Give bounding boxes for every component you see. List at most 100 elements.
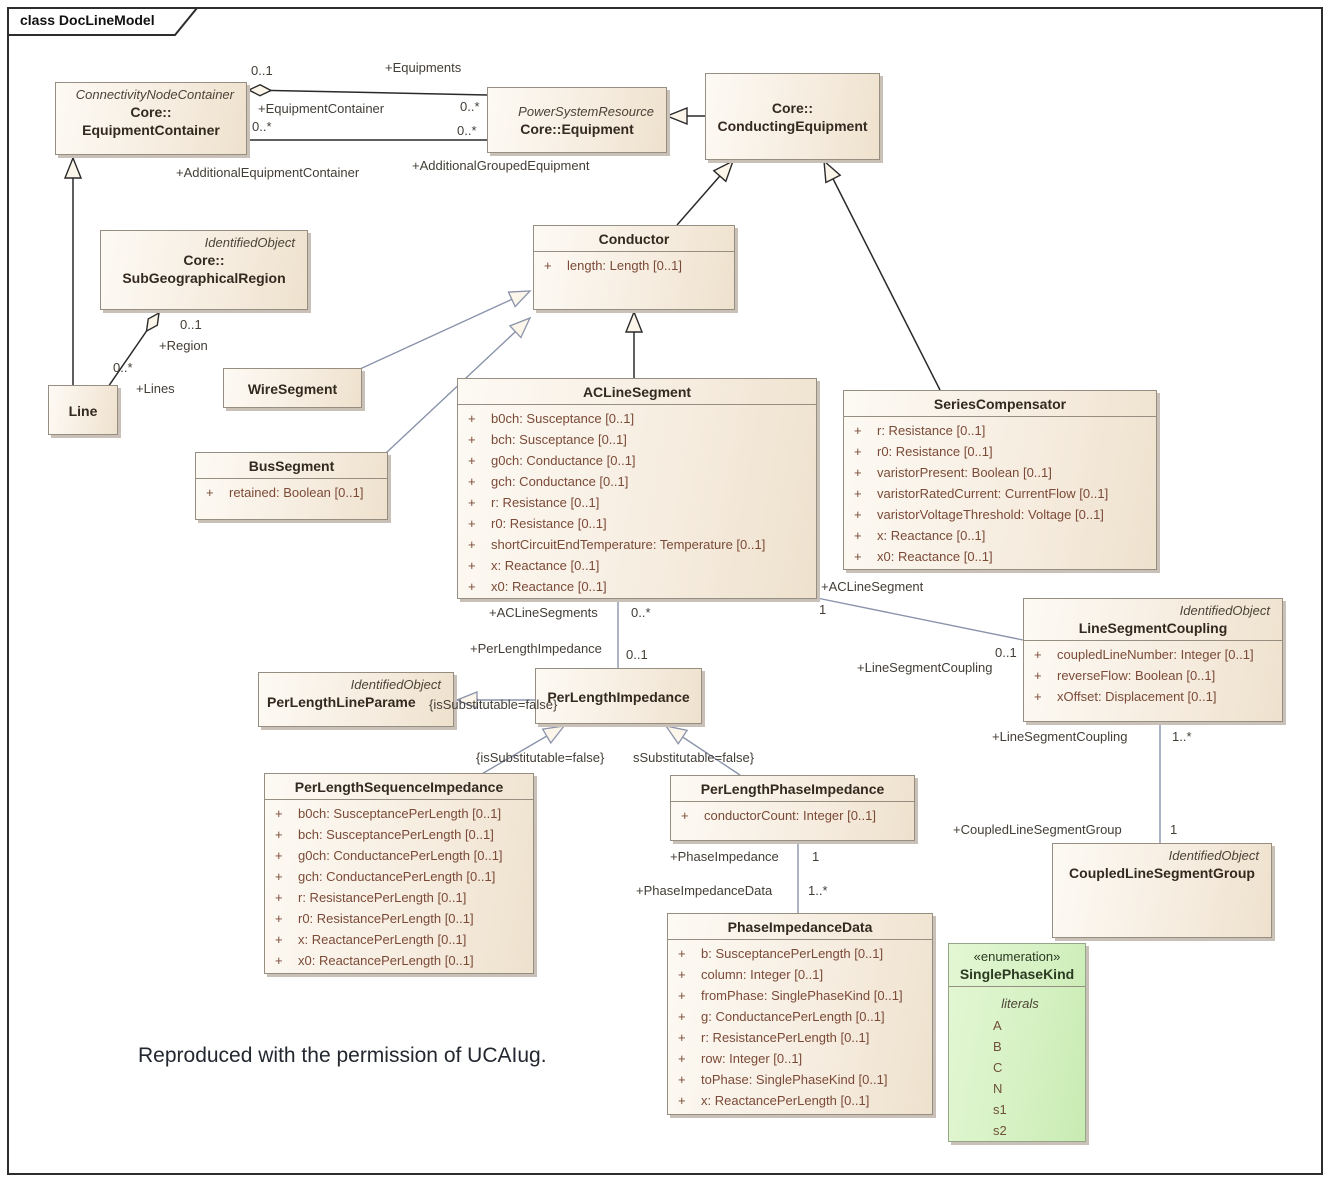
class-attribute: +xOffset: Displacement [0..1] bbox=[1034, 689, 1217, 704]
class-stereotype: PowerSystemResource bbox=[518, 103, 654, 119]
role-label: +EquipmentContainer bbox=[258, 101, 385, 116]
class-equipmentcontainer[interactable]: ConnectivityNodeContainer Core:: Equipme… bbox=[55, 82, 247, 155]
class-header: IdentifiedObject CoupledLineSegmentGroup bbox=[1053, 844, 1271, 885]
role-label: +Lines bbox=[136, 381, 175, 396]
role-label: +AdditionalEquipmentContainer bbox=[176, 165, 360, 180]
class-title: PerLengthSequenceImpedance bbox=[294, 779, 504, 795]
class-title: SeriesCompensator bbox=[933, 396, 1067, 412]
class-attribute: +varistorRatedCurrent: CurrentFlow [0..1… bbox=[854, 486, 1109, 501]
class-title: Conductor bbox=[598, 231, 670, 247]
class-bussegment[interactable]: BusSegment +retained: Boolean [0..1] bbox=[195, 452, 388, 520]
class-title: ACLineSegment bbox=[582, 384, 692, 400]
class-attribute: +coupledLineNumber: Integer [0..1] bbox=[1034, 647, 1254, 662]
class-seriescompensator[interactable]: SeriesCompensator +r: Resistance [0..1] +… bbox=[843, 390, 1157, 570]
class-attribute: +row: Integer [0..1] bbox=[678, 1051, 803, 1066]
class-attribute: +retained: Boolean [0..1] bbox=[206, 485, 364, 500]
class-title: WireSegment bbox=[247, 380, 338, 397]
class-title: PerLengthPhaseImpedance bbox=[700, 781, 885, 797]
multiplicity-label: 0..1 bbox=[180, 317, 202, 332]
role-label: +Equipments bbox=[385, 60, 462, 75]
class-perlengthimpedance[interactable]: PerLengthImpedance bbox=[535, 668, 702, 724]
enum-literal: N bbox=[993, 1081, 1003, 1096]
class-header: PerLengthImpedance bbox=[536, 684, 701, 709]
class-subgeographicalregion[interactable]: IdentifiedObject Core:: SubGeographicalR… bbox=[100, 230, 308, 310]
generalization-perlengthsequenceimpedance-to-perlengthimpedance[interactable] bbox=[479, 725, 566, 776]
enum-literal: B bbox=[993, 1039, 1002, 1054]
association-aclinesegment-linesegmentcoupling[interactable] bbox=[816, 597, 1024, 641]
generalization-perlengthphaseimpedance-to-perlengthimpedance[interactable] bbox=[664, 725, 741, 776]
class-attribute: +x: Reactance [0..1] bbox=[468, 558, 600, 573]
attributes-compartment: +length: Length [0..1] bbox=[534, 251, 734, 309]
class-stereotype: IdentifiedObject bbox=[204, 235, 295, 250]
attributes-compartment: +retained: Boolean [0..1] bbox=[196, 478, 387, 519]
class-header: Conductor bbox=[534, 226, 734, 251]
class-stereotype: IdentifiedObject bbox=[1179, 603, 1270, 618]
class-title: PerLengthImpedance bbox=[547, 688, 690, 705]
class-conductingequipment[interactable]: Core:: ConductingEquipment bbox=[705, 73, 880, 160]
multiplicity-label: 0..* bbox=[631, 605, 651, 620]
class-header: ACLineSegment bbox=[458, 379, 816, 404]
class-title: BusSegment bbox=[248, 458, 335, 474]
class-conductor[interactable]: Conductor +length: Length [0..1] bbox=[533, 225, 735, 310]
constraint-label: {isSubstitutable=false} bbox=[429, 697, 558, 712]
enum-header: «enumeration» SinglePhaseKind bbox=[949, 944, 1085, 986]
class-perlengthlineparameter[interactable]: IdentifiedObject PerLengthLineParame bbox=[258, 672, 454, 727]
class-attribute: +r0: Resistance [0..1] bbox=[854, 444, 993, 459]
multiplicity-label: 0..1 bbox=[995, 645, 1017, 660]
aggregation-region-lines[interactable] bbox=[107, 311, 160, 388]
class-title: Core:: ConductingEquipment bbox=[717, 100, 868, 134]
class-attribute: +conductorCount: Integer [0..1] bbox=[681, 808, 876, 823]
class-header: WireSegment bbox=[224, 376, 361, 401]
class-line[interactable]: Line bbox=[48, 385, 118, 435]
multiplicity-label: 0..1 bbox=[626, 647, 648, 662]
class-linesegmentcoupling[interactable]: IdentifiedObject LineSegmentCoupling +co… bbox=[1023, 598, 1283, 722]
class-attribute: +r: ResistancePerLength [0..1] bbox=[678, 1030, 870, 1045]
generalization-wiresegment-to-conductor[interactable] bbox=[359, 290, 532, 370]
class-header: PhaseImpedanceData bbox=[668, 914, 932, 939]
class-perlengthphaseimpedance[interactable]: PerLengthPhaseImpedance +conductorCount:… bbox=[670, 775, 915, 841]
class-title: Core:: EquipmentContainer bbox=[82, 104, 220, 138]
class-header: PerLengthSequenceImpedance bbox=[265, 774, 533, 799]
class-title: CoupledLineSegmentGroup bbox=[1069, 865, 1255, 881]
class-attribute: +r: Resistance [0..1] bbox=[854, 423, 986, 438]
class-header: BusSegment bbox=[196, 453, 387, 478]
class-attribute: +b: SusceptancePerLength [0..1] bbox=[678, 946, 884, 961]
class-equipment[interactable]: PowerSystemResource Core::Equipment bbox=[487, 87, 667, 153]
enum-stereotype: «enumeration» bbox=[973, 949, 1061, 964]
class-perlengthsequenceimpedance[interactable]: PerLengthSequenceImpedance +b0ch: Suscep… bbox=[264, 773, 534, 974]
class-title: PhaseImpedanceData bbox=[727, 919, 873, 935]
role-label: +LineSegmentCoupling bbox=[857, 660, 993, 675]
class-attribute: +x: Reactance [0..1] bbox=[854, 528, 986, 543]
aggregation-equipments[interactable] bbox=[247, 83, 488, 97]
class-attribute: +varistorPresent: Boolean [0..1] bbox=[854, 465, 1052, 480]
class-title: Core::Equipment bbox=[520, 120, 634, 137]
role-label: +PhaseImpedance bbox=[670, 849, 779, 864]
class-attribute: +r: Resistance [0..1] bbox=[468, 495, 600, 510]
class-coupledlinesegmentgroup[interactable]: IdentifiedObject CoupledLineSegmentGroup bbox=[1052, 843, 1272, 938]
class-stereotype: IdentifiedObject bbox=[350, 677, 441, 692]
role-label: +ACLineSegments bbox=[489, 605, 598, 620]
class-attribute: +g: ConductancePerLength [0..1] bbox=[678, 1009, 885, 1024]
enum-literal: s1 bbox=[993, 1102, 1007, 1117]
class-aclinesegment[interactable]: ACLineSegment +b0ch: Susceptance [0..1]+… bbox=[457, 378, 817, 599]
multiplicity-label: 0..* bbox=[252, 119, 272, 134]
attributes-compartment: +conductorCount: Integer [0..1] bbox=[671, 801, 914, 840]
class-attribute: +column: Integer [0..1] bbox=[678, 967, 824, 982]
class-attribute: +r0: Resistance [0..1] bbox=[468, 516, 607, 531]
frame-title: class DocLineModel bbox=[20, 12, 155, 28]
class-header: ConnectivityNodeContainer Core:: Equipme… bbox=[56, 83, 246, 142]
class-attribute: +g0ch: Conductance [0..1] bbox=[468, 453, 636, 468]
multiplicity-label: 0..* bbox=[113, 360, 133, 375]
class-phaseimpedancedata[interactable]: PhaseImpedanceData +b: SusceptancePerLen… bbox=[667, 913, 933, 1115]
permission-caption: Reproduced with the permission of UCAIug… bbox=[138, 1044, 547, 1067]
enumeration-singlephasekind[interactable]: «enumeration» SinglePhaseKind literals A… bbox=[948, 943, 1086, 1142]
class-wiresegment[interactable]: WireSegment bbox=[223, 368, 362, 408]
generalization-conductor-to-conductingequipment[interactable] bbox=[676, 161, 733, 226]
class-header: Line bbox=[49, 398, 117, 423]
generalization-seriescompensator-to-conductingequipment[interactable] bbox=[824, 161, 941, 391]
role-label: +PerLengthImpedance bbox=[470, 641, 602, 656]
class-attribute: +x0: Reactance [0..1] bbox=[468, 579, 607, 594]
role-label: +CoupledLineSegmentGroup bbox=[953, 822, 1122, 837]
enum-literal: s2 bbox=[993, 1123, 1007, 1138]
